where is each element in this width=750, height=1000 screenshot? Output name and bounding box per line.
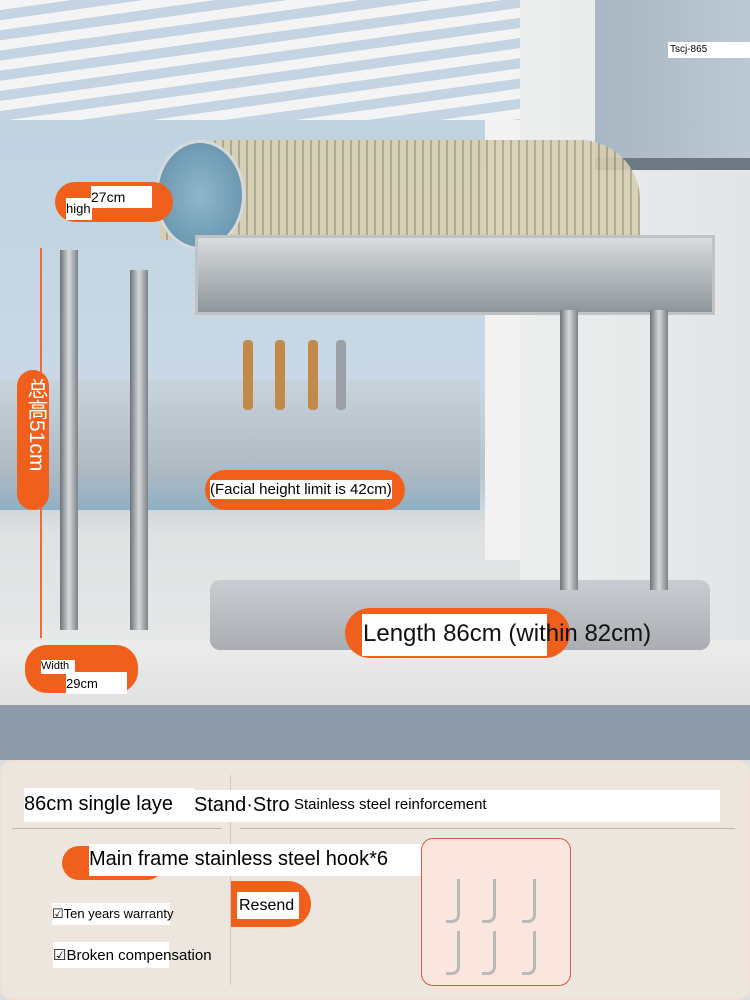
utensil	[275, 340, 285, 410]
wall-cabinet	[595, 0, 750, 170]
stand-label: Stand·Stro	[194, 790, 294, 822]
rack-leg	[60, 250, 78, 630]
hook-icon	[446, 879, 460, 923]
model-code: Tscj-865	[668, 42, 750, 58]
depth-value: 27cm	[91, 186, 152, 208]
lower-cabinet	[0, 705, 750, 760]
compensation-feature: ☑Broken compensation	[53, 942, 212, 968]
total-height-label: 总高51cm	[25, 378, 48, 472]
total-height-badge: 总高51cm	[17, 370, 49, 510]
utensil	[308, 340, 318, 410]
rack-leg	[130, 270, 148, 630]
hook-icon	[482, 879, 496, 923]
hook-icon	[522, 931, 536, 975]
panel-divider	[240, 828, 735, 829]
high-label: high	[66, 198, 92, 220]
reinforcement-label: Stainless steel reinforcement	[294, 790, 720, 822]
product-photo	[0, 0, 750, 760]
warranty-feature: ☑Ten years warranty	[52, 903, 173, 925]
hook-icon	[446, 931, 460, 975]
width-label: Width	[41, 660, 75, 674]
hook-icon	[482, 931, 496, 975]
product-title: 86cm single laye	[24, 788, 194, 822]
panel-divider	[230, 775, 231, 985]
facial-limit-label: (Facial height limit is 42cm)	[210, 480, 392, 499]
utensil	[336, 340, 346, 410]
hooks-image	[421, 838, 571, 986]
window-blinds	[0, 0, 520, 120]
length-bg	[362, 614, 547, 656]
length-label: Length 86cm (within 82cm)	[363, 620, 652, 647]
resend-label: Resend	[237, 892, 299, 919]
rack-leg	[650, 310, 668, 590]
width-value: 29cm	[66, 672, 127, 694]
hook-icon	[522, 879, 536, 923]
dish-rack-basket	[195, 235, 715, 315]
utensil	[243, 340, 253, 410]
panel-divider	[12, 828, 222, 829]
rack-leg	[560, 310, 578, 590]
